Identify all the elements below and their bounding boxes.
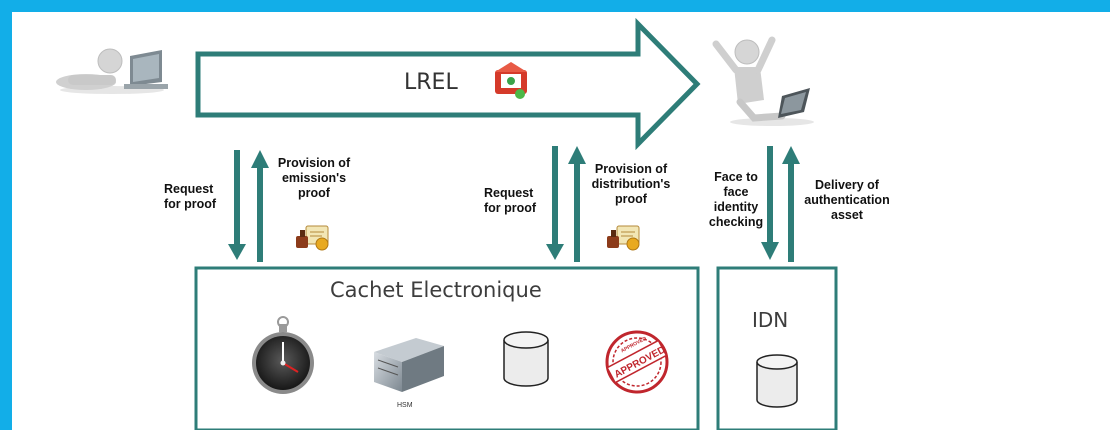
hsm-server-icon [374, 338, 444, 392]
middle-flow-arrows [546, 146, 586, 262]
diagram-canvas: LREL Request for proof Provision of emis… [12, 12, 1110, 430]
receiver-person-laptop-icon [712, 36, 814, 126]
face-to-face-label: Face to face identity checking [708, 170, 764, 229]
hsm-label: HSM [397, 402, 413, 409]
idn-database-icon [756, 354, 798, 408]
right-flow-arrows [761, 146, 800, 262]
diagram-graphics [56, 17, 838, 430]
sender-person-laptop-icon [56, 48, 168, 94]
cachet-electronique-title: Cachet Electronique [330, 278, 542, 302]
lrel-arrow [195, 17, 701, 151]
middle-request-label: Request for proof [484, 186, 537, 215]
certificate-seal-icon [607, 225, 640, 251]
left-request-label: Request for proof [164, 182, 217, 211]
email-icon [495, 62, 527, 99]
approved-stamp-icon [605, 330, 669, 394]
certificate-seal-icon [296, 225, 329, 251]
database-icon [503, 331, 549, 387]
left-flow-arrows [228, 150, 269, 262]
stopwatch-icon [252, 316, 314, 394]
lrel-label: LREL [404, 70, 458, 95]
left-provision-label: Provision of emission's proof [277, 156, 351, 200]
middle-provision-label: Provision of distribution's proof [591, 162, 671, 206]
idn-title: IDN [752, 308, 789, 332]
delivery-label: Delivery of authentication asset [804, 178, 890, 222]
